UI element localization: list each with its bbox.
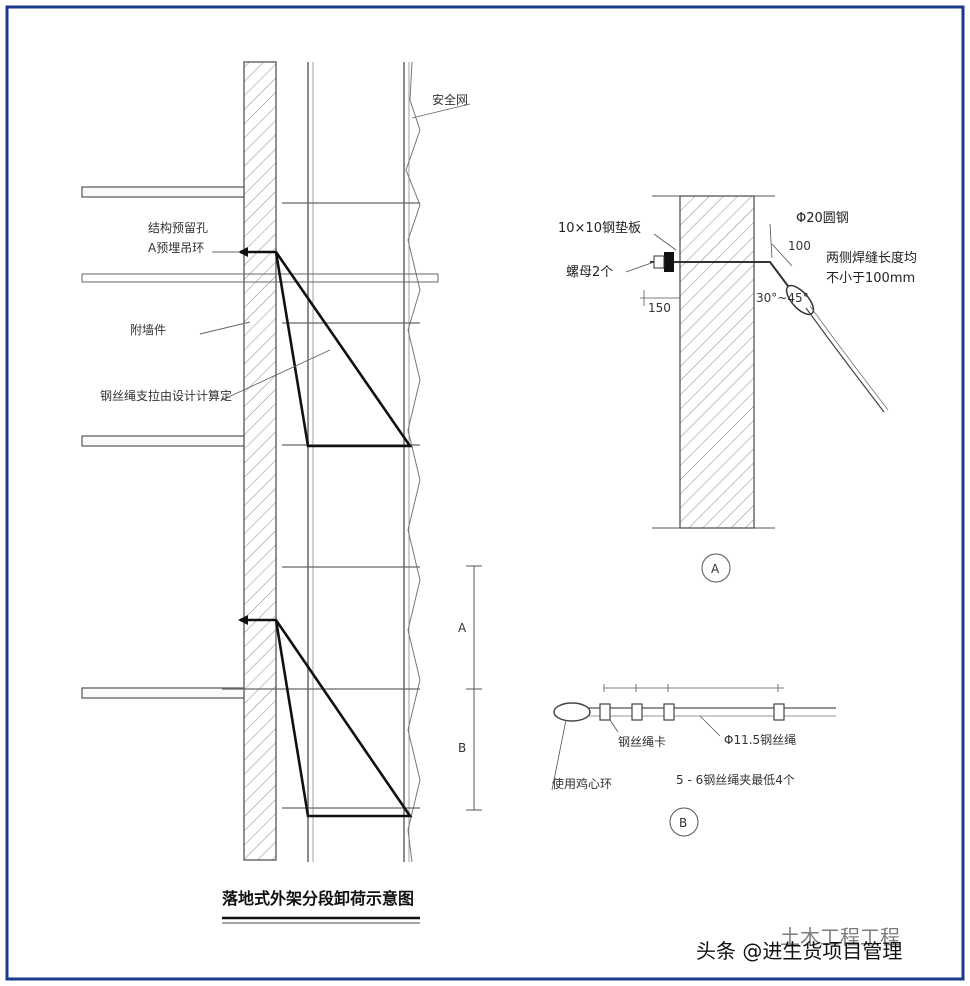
detail-a-ring	[754, 261, 789, 287]
leader-safety-net	[411, 103, 471, 119]
detail-a-dim-100: 100	[788, 239, 811, 253]
detail-a: 150 100 30°~45° 10×10钢垫板 螺母2个 Φ20圆钢 两侧焊缝…	[558, 195, 917, 583]
cable-support-upper	[240, 250, 413, 448]
cable-support-lower	[240, 618, 413, 818]
label-safety-net: 安全网	[432, 92, 468, 107]
detail-a-ring-label: Φ20圆钢	[796, 211, 849, 226]
detail-a-nut	[653, 255, 665, 269]
label-wall-tie: 附墙件	[130, 323, 166, 337]
detail-a-weld-label: 两侧焊缝长度均	[826, 250, 917, 266]
detail-a-weld-sub: 不小于100mm	[826, 271, 915, 286]
detail-b-note: 5 - 6钢丝绳夹最低4个	[676, 773, 795, 787]
detail-a-wire	[805, 307, 885, 413]
detail-b-rope-label: Φ11.5钢丝绳	[724, 733, 796, 747]
dimension-ab	[466, 565, 482, 811]
horizontal-beam	[81, 273, 439, 283]
detail-a-angle: 30°~45°	[756, 291, 809, 305]
label-anchor-sub: A预埋吊环	[148, 241, 204, 255]
wall-column	[243, 61, 277, 861]
detail-b-circle-label: B	[679, 816, 687, 830]
detail-a-plate	[664, 252, 674, 272]
detail-a-wall	[679, 195, 755, 529]
detail-a-dim-150: 150	[648, 301, 671, 315]
watermark-ghost: 土木工程工程	[780, 925, 900, 949]
leader-wall-tie	[199, 321, 251, 335]
leader-cable	[221, 349, 331, 401]
detail-a-circle-label: A	[711, 562, 720, 576]
floor-slabs	[81, 186, 245, 699]
detail-b-thimble-label: 使用鸡心环	[552, 776, 612, 791]
detail-a-circle	[701, 553, 731, 583]
detail-b-clips	[599, 703, 785, 721]
detail-b: 钢丝绳卡 Φ11.5钢丝绳 使用鸡心环 5 - 6钢丝绳夹最低4个 B	[551, 684, 836, 837]
label-anchor: 结构预留孔	[148, 220, 208, 235]
watermark: 头条 @进生货项目管理	[696, 939, 902, 963]
detail-a-nut-label: 螺母2个	[566, 265, 613, 280]
label-cable: 钢丝绳支拉由设计计算定	[100, 388, 232, 403]
drawing-title: 落地式外架分段卸荷示意图	[222, 889, 414, 908]
detail-b-thimble	[553, 702, 591, 722]
detail-b-clip-label: 钢丝绳卡	[618, 735, 666, 749]
main-drawing: A B 安全网 结构预留孔 A预埋吊环 附墙件 钢丝绳支拉由设计计算定 落地式外…	[81, 61, 482, 924]
dim-b-label: B	[458, 741, 466, 755]
safety-net	[405, 61, 421, 863]
ledgers	[222, 202, 420, 809]
outer-border	[5, 5, 965, 981]
dim-a-label: A	[458, 621, 467, 635]
detail-a-plate-label: 10×10钢垫板	[558, 220, 641, 236]
detail-b-circle	[669, 807, 699, 837]
